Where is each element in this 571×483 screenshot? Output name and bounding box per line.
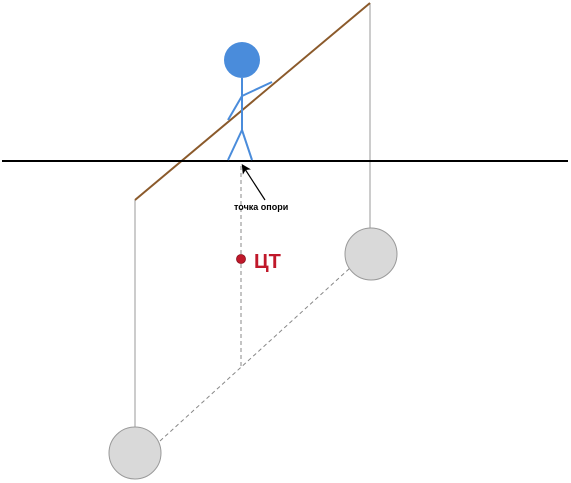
balancing-pole <box>134 2 371 201</box>
center-of-gravity-label: ЦТ <box>254 251 281 273</box>
support-point-label: точка опори <box>234 202 288 212</box>
stick-person-icon <box>224 42 273 161</box>
center-of-gravity-dot <box>236 254 246 264</box>
right-weight <box>344 227 398 281</box>
arrow-pointer-icon <box>241 163 266 201</box>
weights-connecting-dashed-line <box>159 267 351 442</box>
left-weight <box>108 426 162 480</box>
